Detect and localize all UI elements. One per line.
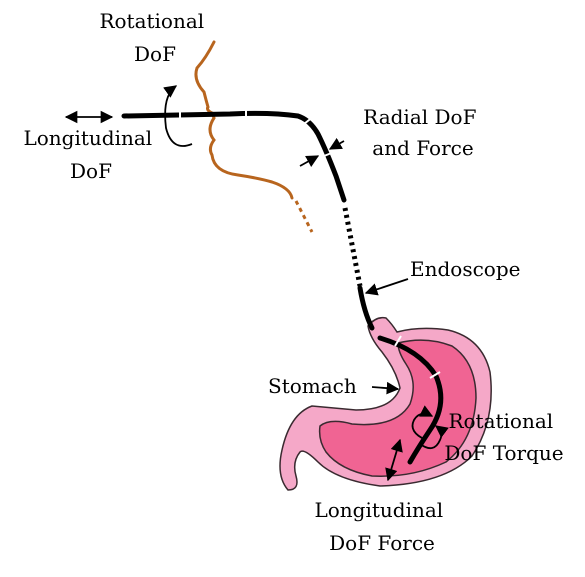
tube-segment-mark (394, 335, 402, 347)
rotational-dof-label: Rotational DoF (99, 9, 210, 66)
endoscope-label: Endoscope (410, 257, 520, 281)
face-profile (194, 40, 314, 233)
rotational-torque-arrow (411, 405, 434, 441)
annotation-arrows (64, 85, 449, 482)
face-outline (194, 40, 294, 200)
throat-dashed-line (294, 200, 314, 233)
longitudinal-force-arrow (385, 438, 403, 482)
labels: Rotational DoF Longitudinal DoF Radial D… (23, 9, 563, 555)
radial-force-arrow (299, 155, 320, 168)
rotational-torque-arrow-2 (419, 425, 449, 450)
radial-dof-arrow (328, 137, 345, 150)
tube-segment-mark (323, 151, 335, 157)
endoscope-hidden-section (342, 207, 363, 287)
endoscope-in-stomach (377, 335, 444, 465)
tube-segment-mark (429, 371, 441, 379)
stomach-label: Stomach (268, 374, 357, 398)
endoscope-lower (357, 285, 375, 331)
longitudinal-dof-label: Longitudinal DoF (23, 126, 158, 183)
endoscope-pointer-arrow (364, 278, 409, 296)
longitudinal-force-label: Longitudinal DoF Force (314, 498, 449, 555)
stomach-pointer-arrow (371, 381, 400, 395)
rotational-torque-label: Rotational DoF Torque (444, 409, 563, 465)
rotational-dof-arrow (163, 85, 193, 147)
tube-segment-mark (303, 115, 315, 125)
radial-dof-label: Radial DoF and Force (363, 105, 483, 160)
endoscope-tube (121, 108, 444, 465)
